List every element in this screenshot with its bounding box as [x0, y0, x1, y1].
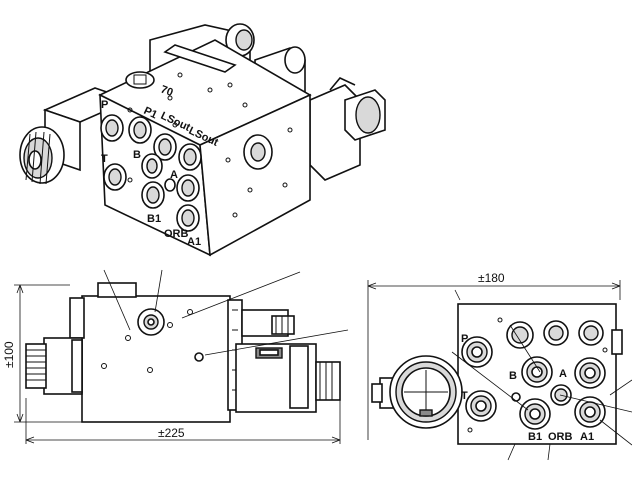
iso-label-B1: B1	[147, 213, 161, 225]
iso-label-B: B	[133, 149, 141, 161]
front-label-A: A	[559, 368, 567, 380]
iso-label-A1: A1	[187, 236, 201, 248]
front-coil	[371, 355, 463, 429]
side-left-solenoid	[25, 337, 83, 395]
front-label-B1: B1	[528, 431, 542, 443]
iso-right-solenoid	[309, 77, 386, 181]
front-label-B: B	[509, 370, 517, 382]
side-view: ±100 ±225	[2, 269, 349, 444]
front-label-T: T	[461, 390, 468, 402]
iso-label-T: T	[101, 153, 108, 165]
iso-label-ORB: ORB	[164, 228, 189, 240]
side-width-dim: ±225	[158, 426, 185, 440]
iso-label-P: P	[101, 99, 108, 111]
front-ports	[461, 317, 608, 433]
side-right-solenoid	[235, 309, 341, 413]
front-label-A1: A1	[580, 431, 594, 443]
front-view: ±180	[367, 271, 632, 461]
front-label-ORB: ORB	[548, 431, 573, 443]
iso-label-A: A	[170, 169, 178, 181]
side-height-dim: ±100	[2, 341, 16, 368]
front-width-dim: ±180	[478, 271, 505, 285]
iso-label-num: 70	[159, 84, 175, 99]
iso-main-block	[98, 39, 312, 257]
isometric-view: P P1 LSout LSout T B A B1 ORB A1 70	[19, 23, 386, 257]
front-label-P: P	[461, 333, 468, 345]
iso-label-P1: P1	[142, 105, 159, 122]
